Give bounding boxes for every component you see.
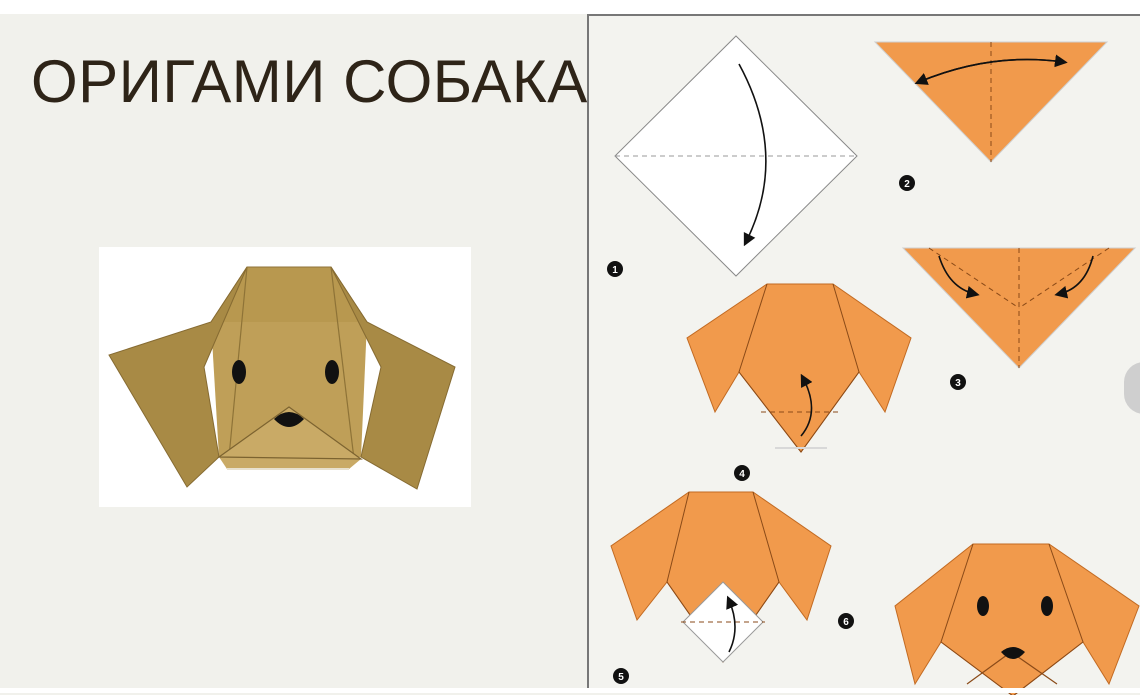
step-1-diagram [615, 36, 857, 276]
step-3-label: 3 [950, 374, 966, 390]
slide-title: ОРИГАМИ СОБАКА [31, 52, 588, 112]
folding-steps-panel: 1 2 3 [587, 14, 1140, 693]
folding-diagram: 1 2 3 [589, 16, 1140, 695]
svg-text:3: 3 [955, 378, 961, 389]
svg-text:4: 4 [739, 469, 745, 480]
step-5-label: 5 [613, 668, 629, 684]
dog-right-eye [325, 360, 339, 384]
step-1-label: 1 [607, 261, 623, 277]
svg-text:2: 2 [904, 179, 910, 190]
svg-text:6: 6 [843, 617, 849, 628]
svg-text:5: 5 [618, 672, 624, 683]
dog-left-eye [232, 360, 246, 384]
top-bar [0, 0, 1140, 14]
step-4-diagram [687, 284, 911, 452]
step-2-diagram [875, 42, 1107, 162]
bottom-bar [0, 688, 1140, 693]
step-6-label: 6 [838, 613, 854, 629]
step-4-label: 4 [734, 465, 750, 481]
step-6-left-eye [977, 596, 989, 616]
step-6-right-eye [1041, 596, 1053, 616]
step-3-diagram [903, 248, 1135, 368]
step-6-diagram [895, 544, 1139, 695]
dog-photo [99, 247, 471, 507]
svg-text:1: 1 [612, 265, 618, 276]
step-5-diagram [611, 492, 831, 662]
origami-dog-photo-image [99, 247, 471, 507]
step-2-label: 2 [899, 175, 915, 191]
